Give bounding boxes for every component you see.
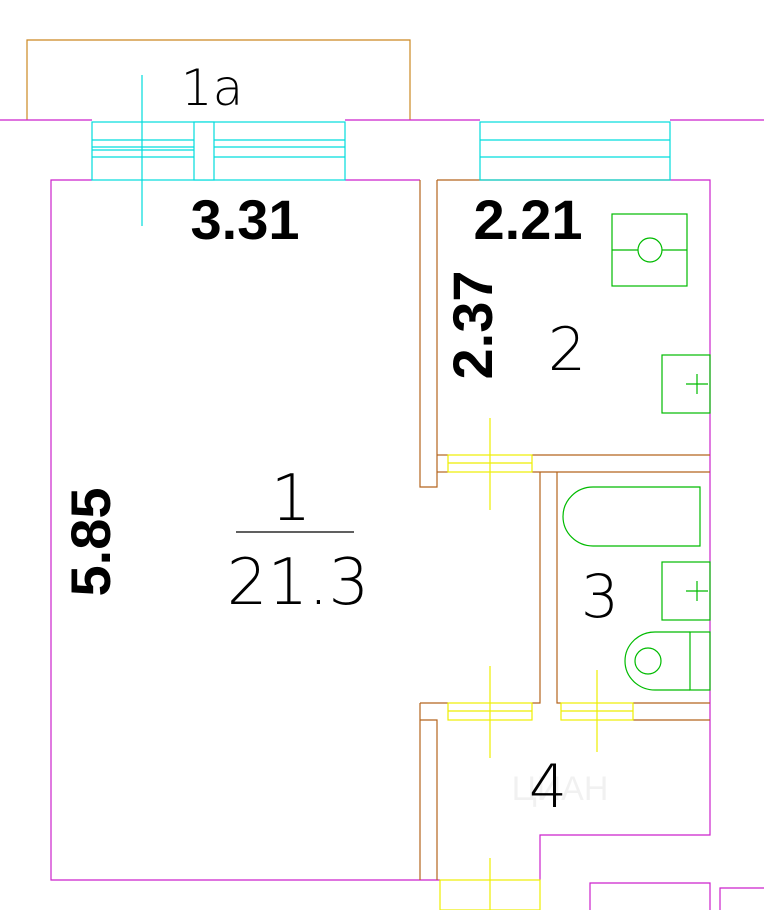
window-right xyxy=(479,121,671,181)
balcony-outline xyxy=(26,39,411,120)
bathtub-icon xyxy=(562,486,701,547)
bathroom-sink-icon xyxy=(661,561,711,621)
kitchen-number: 2 xyxy=(548,315,586,385)
living-room-number: 1 xyxy=(271,462,312,536)
watermark: ЦИАН xyxy=(512,770,609,808)
kitchen-sink-icon xyxy=(661,354,711,414)
door-kitchen xyxy=(447,418,533,510)
kitchen-width-dimension: 2.21 xyxy=(474,188,583,251)
hall-number: 4 xyxy=(529,752,567,822)
door-bathroom xyxy=(560,670,634,752)
outer-walls xyxy=(0,119,764,910)
kitchen-length-dimension: 2.37 xyxy=(441,271,504,380)
living-length-dimension: 5.85 xyxy=(59,488,122,597)
living-room-area: 21.3 xyxy=(227,546,370,620)
door-entrance xyxy=(439,858,541,910)
toilet-icon xyxy=(624,631,711,691)
stove-icon xyxy=(611,213,688,287)
inner-walls xyxy=(419,179,710,880)
door-hall xyxy=(447,666,533,758)
living-width-dimension: 3.31 xyxy=(191,188,300,251)
bathroom-number: 3 xyxy=(581,562,619,632)
window-left xyxy=(91,75,346,226)
balcony-number: 1a xyxy=(181,59,243,117)
